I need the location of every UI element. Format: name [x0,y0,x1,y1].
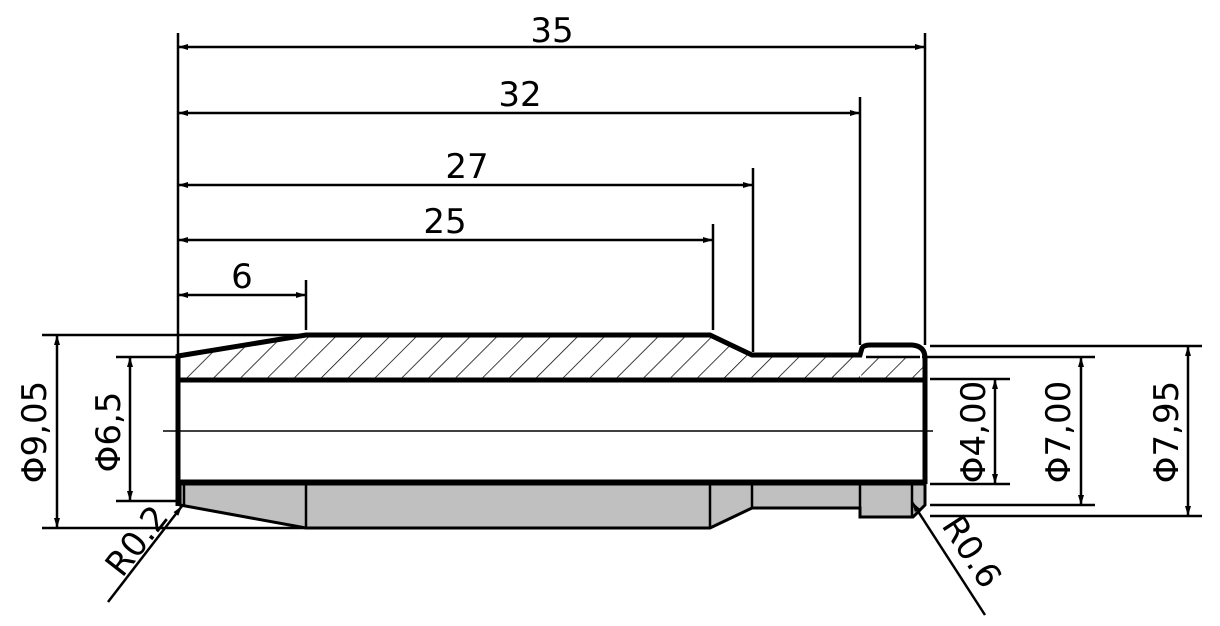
dim-dia-7-00: Φ7,00 [1039,381,1079,483]
dim-dia-6-5: Φ6,5 [89,392,129,473]
part-outline [163,332,933,506]
left-diameter-dimensions: Φ9,05 Φ6,5 [15,333,306,530]
dim-dia-4-00: Φ4,00 [954,381,994,483]
dim-35: 35 [530,11,573,51]
radius-r0-2: R0.2 [98,498,177,584]
dim-dia-9-05: Φ9,05 [15,381,55,483]
dim-25: 25 [423,202,466,242]
dim-27: 27 [445,147,488,187]
dim-6: 6 [231,257,253,297]
right-diameter-dimensions: Φ4,00 Φ7,00 Φ7,95 [922,344,1202,518]
dim-dia-7-95: Φ7,95 [1147,381,1187,483]
dim-32: 32 [498,75,541,115]
lower-view-fill [178,482,927,530]
length-dimensions: 35 32 27 25 6 [176,11,927,354]
